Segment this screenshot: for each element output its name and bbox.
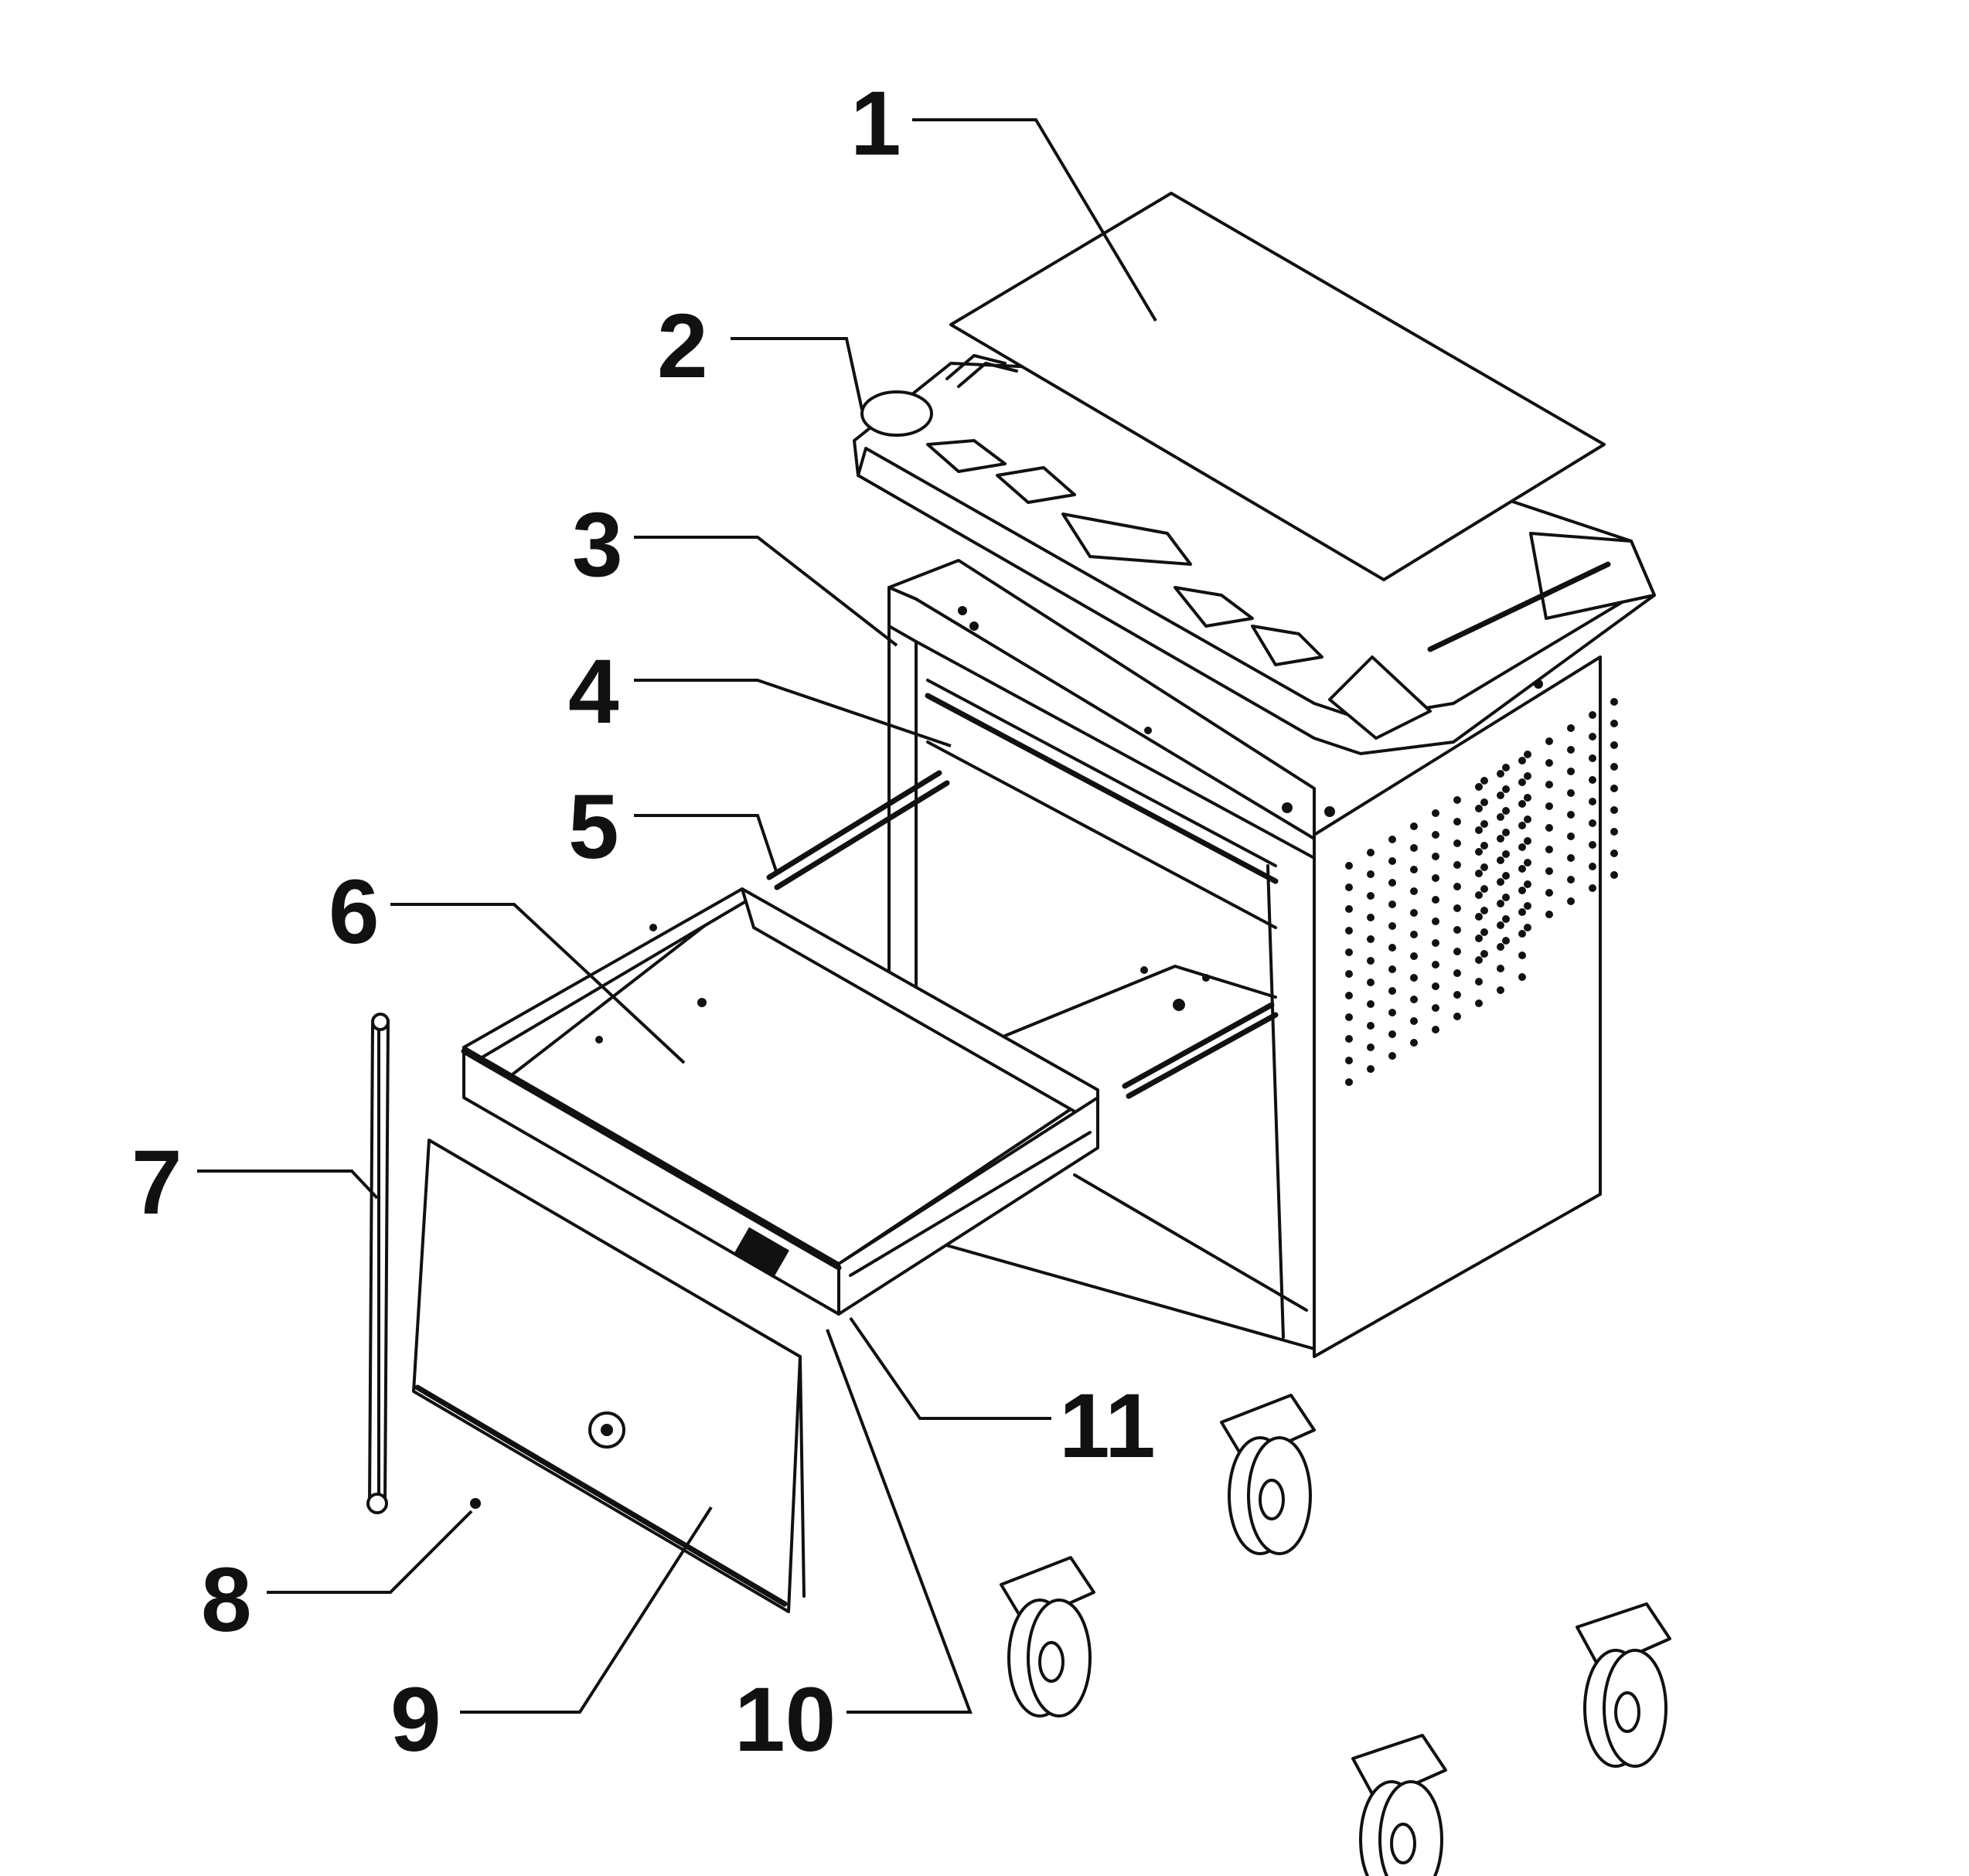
drawer-front-panel — [412, 1139, 806, 1613]
rod-and-pin — [366, 1013, 481, 1514]
top-tray — [853, 354, 1656, 755]
top-mat — [949, 192, 1606, 581]
callout-11: 11 — [1059, 1375, 1156, 1477]
callout-5: 5 — [568, 776, 619, 878]
callout-10: 10 — [734, 1669, 836, 1771]
leader-9 — [460, 1506, 713, 1714]
leader-1 — [912, 118, 1157, 322]
callout-6: 6 — [329, 861, 380, 963]
callout-2: 2 — [657, 295, 708, 397]
callout-9: 9 — [390, 1669, 441, 1771]
leader-6 — [390, 903, 686, 1064]
leader-7 — [197, 1170, 379, 1200]
leader-5 — [634, 814, 778, 874]
vent-holes — [1345, 698, 1618, 1086]
callout-7: 7 — [131, 1132, 182, 1234]
drawer — [461, 887, 1099, 1316]
callout-3: 3 — [572, 494, 623, 596]
casters — [1000, 1394, 1671, 1876]
leader-8 — [267, 1510, 473, 1594]
callout-4: 4 — [568, 641, 619, 743]
leader-3 — [634, 536, 898, 647]
callout-labels: 1 2 3 4 5 6 7 8 9 10 11 — [131, 73, 1156, 1771]
leader-11 — [849, 1316, 1051, 1420]
drawer-slides — [766, 770, 1279, 1099]
leader-10 — [826, 1329, 973, 1714]
callout-8: 8 — [201, 1549, 252, 1651]
callout-1: 1 — [850, 73, 901, 175]
leader-2 — [731, 337, 864, 410]
leader-4 — [634, 679, 952, 747]
leader-lines — [197, 118, 1157, 1714]
